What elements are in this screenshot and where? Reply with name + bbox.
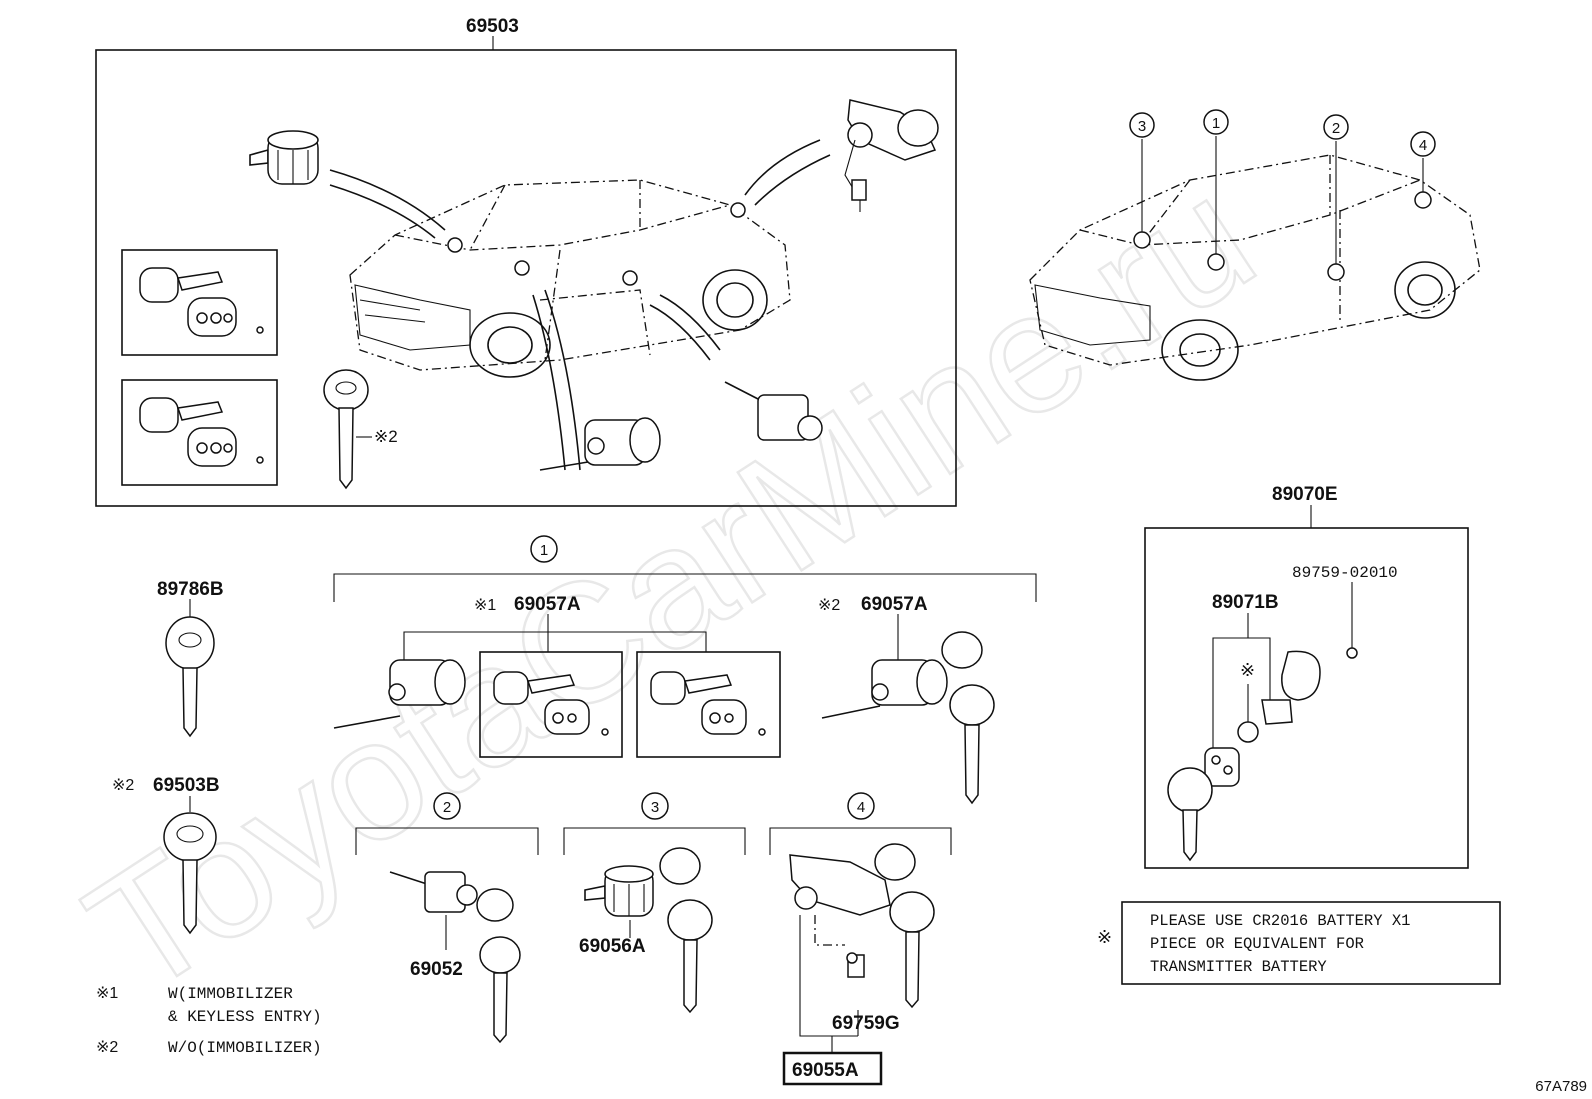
note-line-3: TRANSMITTER BATTERY [1150,958,1327,976]
legend: ※1 W(IMMOBILIZER & KEYLESS ENTRY) ※2 W/O… [96,985,322,1057]
note-line-1: PLEASE USE CR2016 BATTERY X1 [1150,912,1410,930]
trunk-lock-part [844,99,939,212]
callout-2-right: 2 [1332,120,1340,137]
label-89071b: 89071B [1212,592,1279,613]
legend-text-2: W/O(IMMOBILIZER) [168,1039,322,1057]
label-89070e: 89070E [1272,484,1338,505]
mark-ref2-set: ※2 [818,597,840,614]
label-69052: 69052 [410,959,463,980]
assembly-69503-group: 69503 [95,16,957,507]
set-4-group: 4 69759G 69055A [769,792,952,1086]
note-frame [1121,901,1501,985]
ignition-cylinder-part [539,417,661,471]
legend-text-1b: & KEYLESS ENTRY) [168,1008,322,1026]
set-2-group: 2 69052 [355,792,539,1044]
callout-1-right: 1 [1212,115,1220,132]
callout-3-right: 3 [1138,118,1146,135]
set-1-group: 1 ※1 69057A ※2 69057A [333,535,1037,805]
drawing-id: 67A789 [1535,1078,1587,1095]
label-69056a: 69056A [579,936,646,957]
assembly-69503-frame [95,49,957,507]
callout-4-set: 4 [857,799,865,816]
mark-ref1-set: ※1 [474,597,496,614]
door-lock-cylinder-part [724,381,823,441]
key-set-box-1 [121,249,278,356]
legend-mark-2: ※2 [96,1039,118,1056]
key-89786b-group: 89786B [157,579,224,738]
label-69503b: 69503B [153,775,220,796]
label-69759g: 69759G [832,1013,900,1034]
mark-ref2-top: ※2 [374,427,398,446]
assembly-arrows [329,139,831,471]
callout-2-set: 2 [443,799,451,816]
label-69057a-ref1: 69057A [514,594,581,615]
legend-mark-1: ※1 [96,985,118,1002]
callout-1-set: 1 [540,542,548,559]
note-line-2: PIECE OR EQUIVALENT FOR [1150,935,1364,953]
callout-3-set: 3 [651,799,659,816]
key-set-box-2 [121,379,278,486]
car-illustration-right: 3 1 2 4 [1029,109,1481,381]
callout-4-right: 4 [1419,137,1427,154]
label-89786b: 89786B [157,579,224,600]
transmitter-89070e-group: 89070E 89759-02010 89071B ※ [1144,484,1469,869]
key-blade-top: ※2 [323,369,398,490]
note-mark: ※ [1097,927,1112,947]
glovebox-cylinder-part [249,130,319,185]
car-illustration-left [349,179,791,378]
key-69503b-group: ※2 69503B [112,775,220,935]
battery-mark: ※ [1240,660,1255,680]
set-3-group: 3 69056A [563,792,746,1014]
mark-ref2-69503b: ※2 [112,777,134,794]
label-69055a: 69055A [792,1060,859,1081]
watermark-text: ToyotaCarMine.ru [57,141,1286,1031]
transmitter-frame [1144,527,1469,869]
legend-text-1a: W(IMMOBILIZER [168,985,293,1003]
label-69057a-ref2: 69057A [861,594,928,615]
battery-note: ※ PLEASE USE CR2016 BATTERY X1 PIECE OR … [1097,901,1501,985]
label-89759-02010: 89759-02010 [1292,564,1398,582]
label-69503: 69503 [466,16,519,37]
